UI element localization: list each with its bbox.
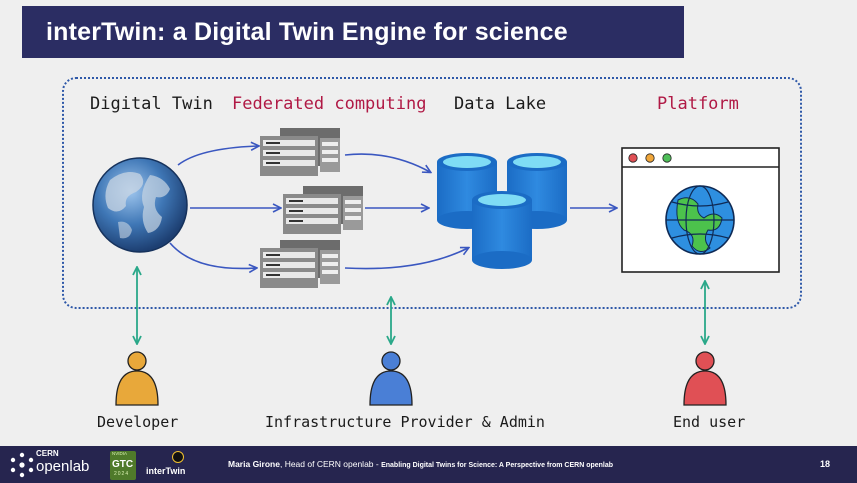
intertwin-logo-icon	[172, 451, 184, 463]
person-icon	[369, 351, 413, 406]
gtc-logo	[110, 451, 136, 480]
server-rack-icon	[260, 128, 340, 176]
server-rack-icon	[283, 186, 363, 234]
arrow-globe-to-server-3	[169, 242, 256, 268]
label-data-lake: Data Lake	[454, 94, 547, 114]
server-rack-icon	[260, 240, 340, 288]
arrow-server-3-to-lake	[344, 248, 468, 270]
engine-boundary	[62, 77, 802, 309]
label-infrastructure-provider: Infrastructure Provider & Admin	[265, 413, 545, 431]
talk-title: Enabling Digital Twins for Science: A Pe…	[381, 462, 614, 469]
globe-icon	[92, 157, 188, 253]
label-digital-twin: Digital Twin	[90, 94, 213, 114]
person-icon	[115, 351, 159, 406]
person-icon	[683, 351, 727, 406]
title-bar	[22, 6, 684, 58]
speaker-name: Maria Girone	[228, 459, 280, 469]
gtc-logo-year: 2024	[114, 471, 130, 477]
label-federated-computing: Federated computing	[232, 94, 427, 114]
intertwin-logo-text: interTwin	[146, 466, 186, 476]
footer-bar	[0, 446, 857, 483]
arrow-server-1-to-lake	[344, 153, 430, 172]
slide-title: interTwin: a Digital Twin Engine for sci…	[46, 18, 568, 46]
page-number: 18	[820, 459, 831, 469]
database-icon	[472, 191, 532, 269]
cern-logo-top: CERN	[36, 449, 59, 458]
label-developer: Developer	[97, 413, 179, 431]
arrow-globe-to-server-1	[177, 146, 258, 166]
gtc-logo-text: GTC	[112, 459, 134, 470]
browser-window-icon	[621, 147, 780, 273]
label-end-user: End user	[673, 413, 746, 431]
footer-credit: Maria Girone, Head of CERN openlab - Ena…	[228, 459, 613, 469]
label-platform: Platform	[657, 94, 739, 114]
cern-logo-bottom: openlab	[36, 458, 90, 475]
speaker-role: , Head of CERN openlab -	[279, 459, 382, 469]
gtc-logo-brand: NVIDIA	[112, 451, 128, 456]
cern-logo-icon	[10, 452, 34, 478]
